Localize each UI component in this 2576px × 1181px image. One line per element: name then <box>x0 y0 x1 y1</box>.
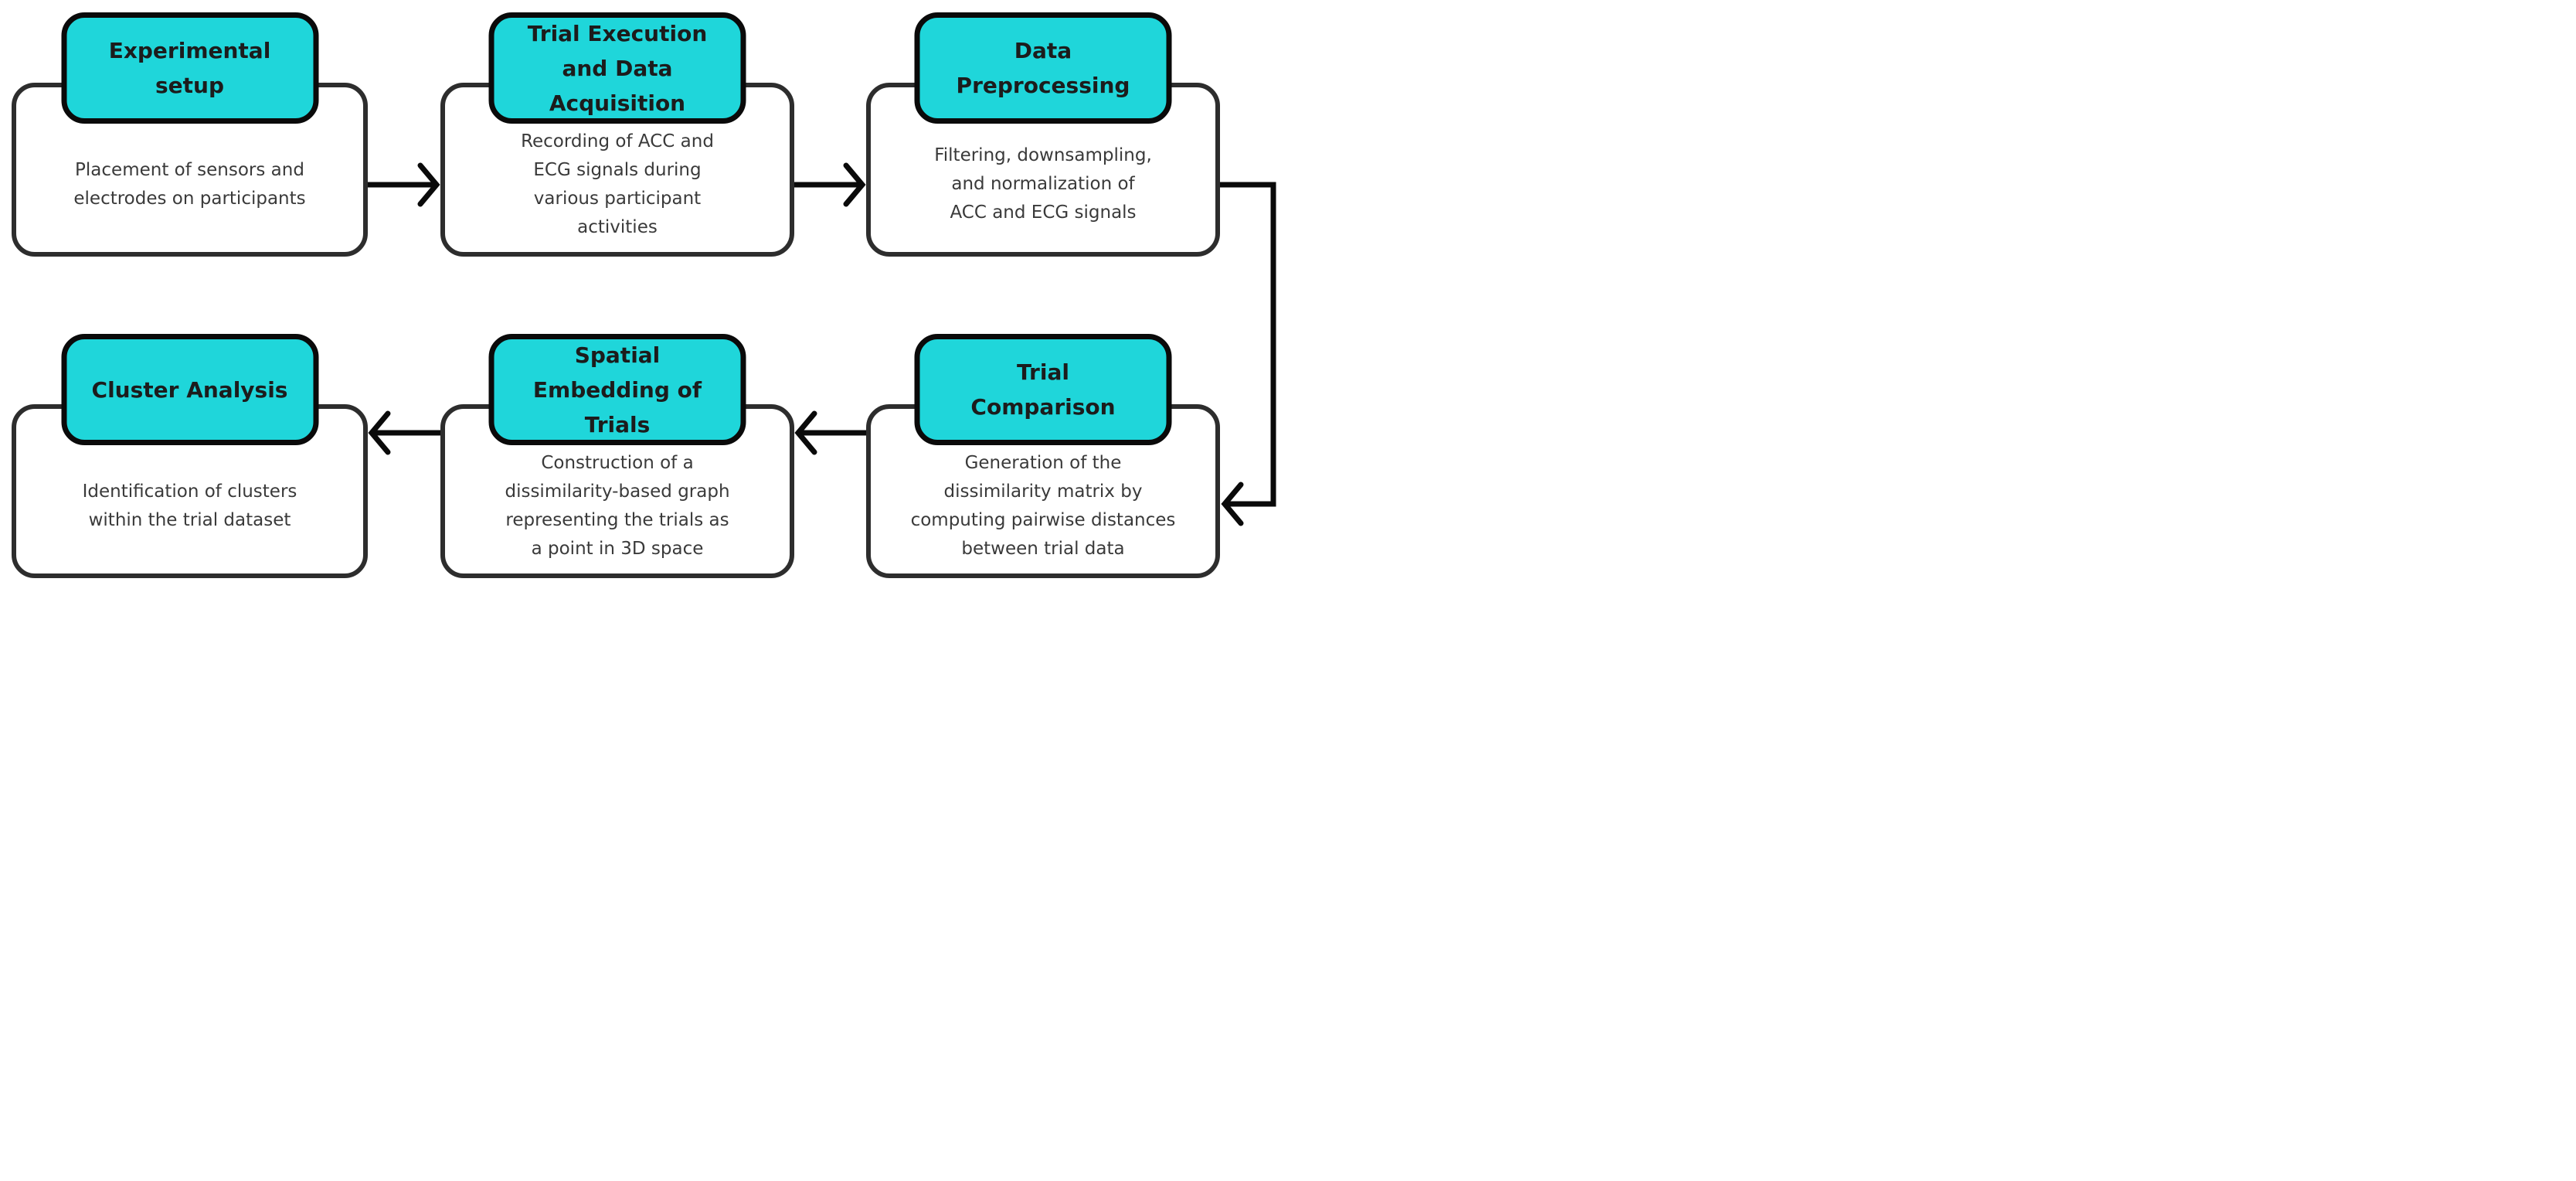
step-header-trial-execution-data-acquisition: Trial Execution and Data Acquisition <box>488 12 746 124</box>
step-card-cluster-analysis: Identification of clusters within the tr… <box>12 334 368 578</box>
step-header-cluster-analysis: Cluster Analysis <box>61 334 318 445</box>
step-card-trial-execution-data-acquisition: Recording of ACC and ECG signals during … <box>440 12 794 257</box>
step-description-data-preprocessing: Filtering, downsampling, and normalizati… <box>934 145 1152 223</box>
step-description-trial-comparison: Generation of the dissimilarity matrix b… <box>910 452 1176 559</box>
step-title-cluster-analysis: Cluster Analysis <box>91 376 288 403</box>
step-title-data-preprocessing: Data Preprocessing <box>956 38 1130 98</box>
step-header-trial-comparison: Trial Comparison <box>914 334 1172 445</box>
step-card-trial-comparison: Generation of the dissimilarity matrix b… <box>866 334 1220 578</box>
step-card-spatial-embedding-of-trials: Construction of a dissimilarity-based gr… <box>440 334 794 578</box>
step-header-data-preprocessing: Data Preprocessing <box>914 12 1172 124</box>
step-title-spatial-embedding-of-trials: Spatial Embedding of Trials <box>532 342 702 437</box>
step-description-experimental-setup: Placement of sensors and electrodes on p… <box>73 159 306 209</box>
step-description-trial-execution-data-acquisition: Recording of ACC and ECG signals during … <box>521 131 714 237</box>
arrow-preprocessing-to-comparison <box>1220 182 1276 526</box>
step-title-experimental-setup: Experimental setup <box>108 38 271 98</box>
step-header-experimental-setup: Experimental setup <box>61 12 318 124</box>
step-description-spatial-embedding-of-trials: Construction of a dissimilarity-based gr… <box>505 452 730 559</box>
step-title-trial-comparison: Trial Comparison <box>970 359 1116 420</box>
step-description-cluster-analysis: Identification of clusters within the tr… <box>82 481 297 530</box>
step-title-trial-execution-data-acquisition: Trial Execution and Data Acquisition <box>527 20 708 116</box>
step-card-experimental-setup: Placement of sensors and electrodes on p… <box>12 12 368 257</box>
step-header-spatial-embedding-of-trials: Spatial Embedding of Trials <box>488 334 746 445</box>
process-flow-diagram: Placement of sensors and electrodes on p… <box>0 0 1288 590</box>
step-card-data-preprocessing: Filtering, downsampling, and normalizati… <box>866 12 1220 257</box>
